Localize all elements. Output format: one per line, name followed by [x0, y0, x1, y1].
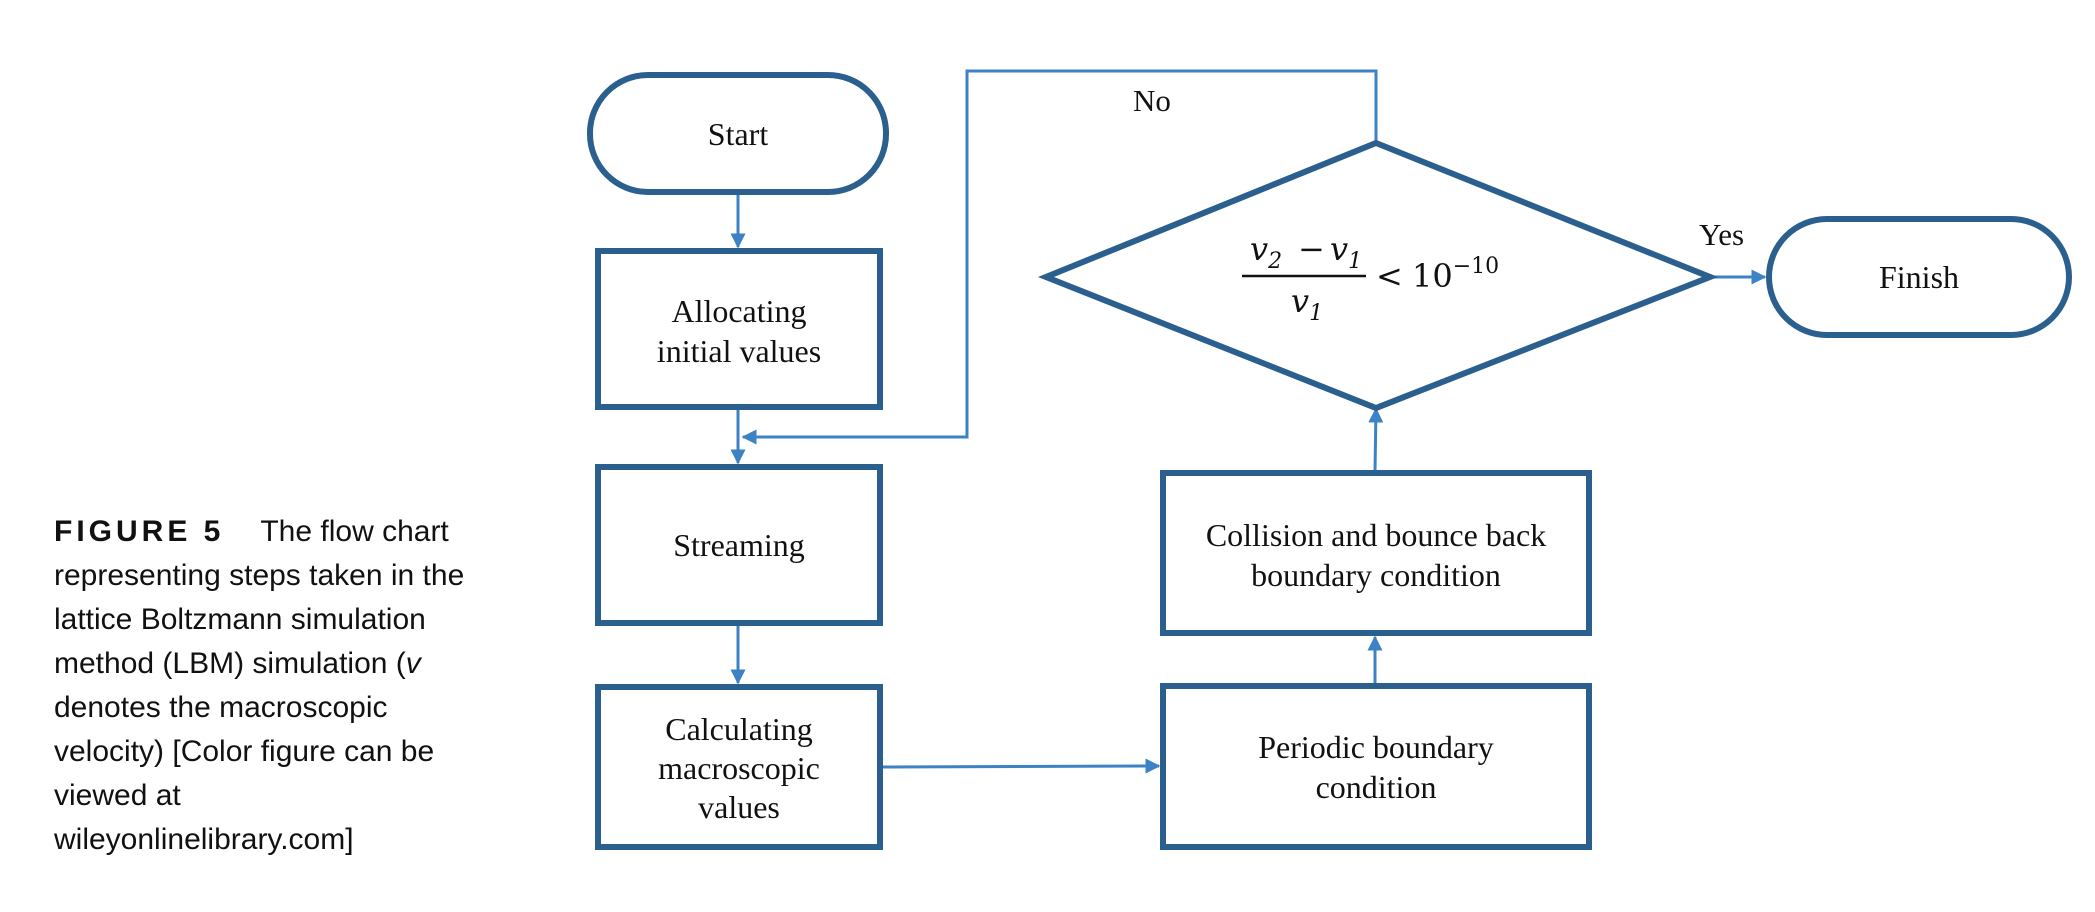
figure-label: FIGURE 5 [54, 515, 225, 548]
allocating-node: Allocating initial values [595, 248, 883, 410]
numerator-right-symbol: v [1330, 230, 1348, 268]
streaming-node: Streaming [595, 464, 883, 626]
collision-label-line-1: Collision and bounce back [1206, 517, 1546, 553]
numerator-left-subscript: 2 [1267, 249, 1282, 274]
threshold-base: 10 [1412, 257, 1453, 295]
denominator-symbol: v [1291, 282, 1309, 320]
svg-text:v2: v2 [1250, 230, 1282, 274]
edge-decision-no-loop [741, 69, 1378, 445]
start-node: Start [587, 72, 889, 195]
calculating-label-line-3: values [698, 789, 780, 825]
figure-caption: FIGURE 5 The flow chart representing step… [54, 510, 504, 862]
numerator-left-symbol: v [1250, 230, 1268, 268]
edge-calculating-to-periodic [881, 758, 1161, 774]
allocating-label-line-1: Allocating [671, 293, 806, 329]
streaming-label: Streaming [673, 527, 805, 563]
edges: No Yes [730, 69, 1767, 774]
caption-line-7: viewed at [54, 779, 181, 812]
svg-text:v1: v1 [1330, 230, 1362, 274]
finish-node: Finish [1766, 216, 2072, 338]
denominator-subscript: 1 [1309, 301, 1323, 326]
periodic-label-line-2: condition [1316, 769, 1437, 805]
svg-text:v1: v1 [1291, 282, 1323, 326]
decision-node: v2 − v1 v1 < 10−10 [1037, 139, 1719, 412]
collision-node: Collision and bounce back boundary condi… [1160, 470, 1592, 636]
calculating-label-line-1: Calculating [665, 711, 813, 747]
calculating-label-line-2: macroscopic [658, 750, 820, 786]
svg-text:10−10: 10−10 [1412, 254, 1499, 295]
numerator-right-subscript: 1 [1348, 249, 1362, 274]
caption-line-1: The flow chart [260, 515, 449, 548]
caption-line-6: velocity) [Color figure can be [54, 735, 435, 768]
caption-velocity-symbol: v [405, 647, 421, 680]
minus-sign: − [1298, 230, 1325, 268]
edge-collision-to-decision [1368, 407, 1384, 472]
caption-line-5: denotes the macroscopic [54, 691, 388, 724]
start-label: Start [708, 116, 769, 152]
caption-line-2: representing steps taken in the [54, 559, 465, 592]
collision-label-line-2: boundary condition [1251, 557, 1501, 593]
edge-label-yes: Yes [1699, 217, 1744, 252]
allocating-label-line-2: initial values [657, 333, 821, 369]
calculating-node: Calculating macroscopic values [595, 684, 883, 850]
edge-label-no: No [1133, 83, 1171, 118]
periodic-node: Periodic boundary condition [1160, 683, 1592, 850]
less-than-sign: < [1376, 257, 1403, 295]
caption-line-3: lattice Boltzmann simulation [54, 603, 426, 636]
caption-line-8: wileyonlinelibrary.com] [54, 823, 354, 856]
decision-condition: v2 − v1 v1 < 10−10 [1242, 230, 1499, 326]
periodic-label-line-1: Periodic boundary [1258, 729, 1494, 765]
caption-line-4: method (LBM) simulation ( [54, 647, 406, 680]
finish-label: Finish [1879, 259, 1959, 295]
threshold-exponent: −10 [1453, 254, 1499, 279]
